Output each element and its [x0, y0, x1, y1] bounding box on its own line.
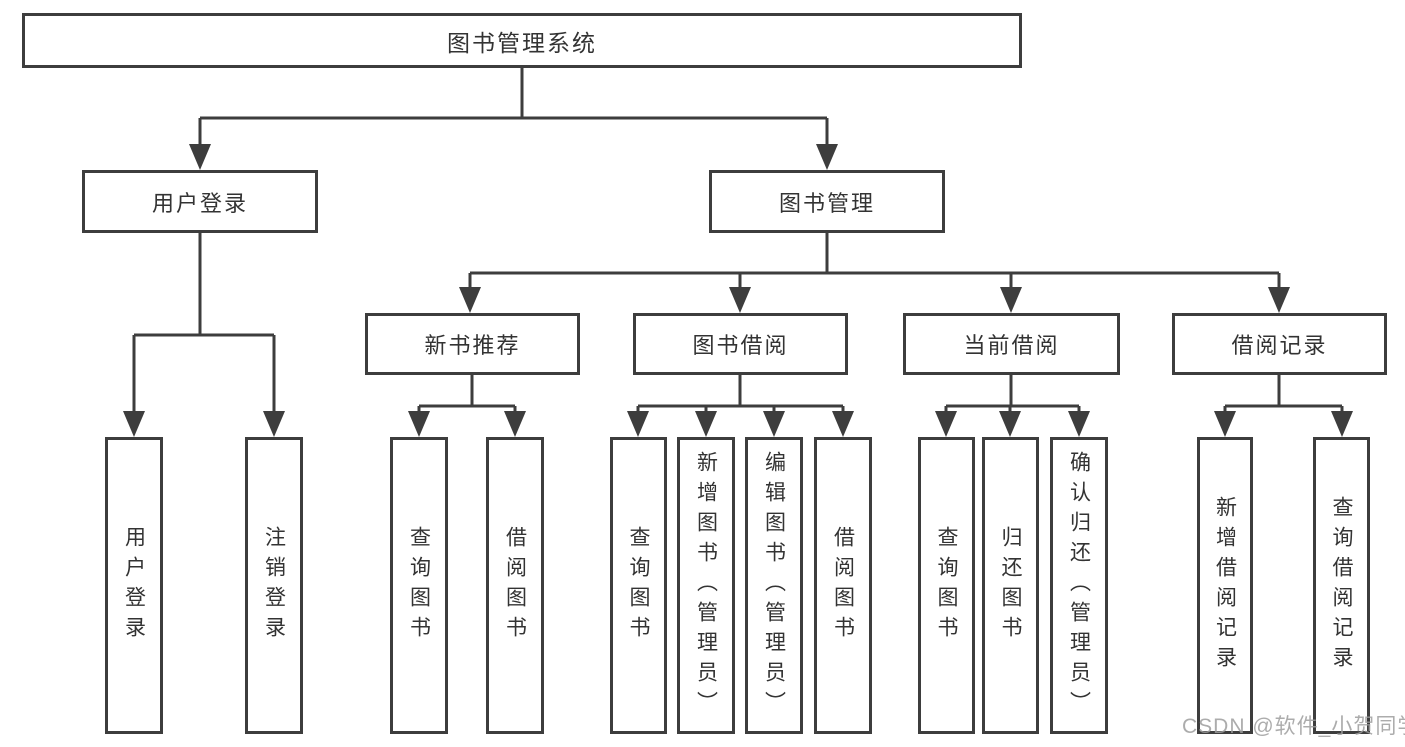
watermark-text: CSDN @软件_小贺同学 — [1182, 715, 1405, 738]
node-borrow-records: 借阅记录 — [1172, 313, 1387, 375]
leaf-logout: 注销登录 — [245, 437, 303, 734]
leaf-user-login: 用户登录 — [105, 437, 163, 734]
node-current-borrow: 当前借阅 — [903, 313, 1120, 375]
leaf-cb-query-books: 查询图书 — [918, 437, 975, 734]
node-root: 图书管理系统 — [22, 13, 1022, 68]
leaf-nbr-borrow-books: 借阅图书 — [486, 437, 544, 734]
leaf-bb-borrow-books: 借阅图书 — [814, 437, 872, 734]
leaf-bb-query-books: 查询图书 — [610, 437, 667, 734]
leaf-bb-add-books-admin: 新增图书（管理员） — [677, 437, 735, 734]
leaf-cb-return-books: 归还图书 — [982, 437, 1039, 734]
node-book-management-branch: 图书管理 — [709, 170, 945, 233]
node-new-book-recommend: 新书推荐 — [365, 313, 580, 375]
node-book-borrow: 图书借阅 — [633, 313, 848, 375]
node-user-login-branch: 用户登录 — [82, 170, 318, 233]
leaf-cb-confirm-return-admin: 确认归还（管理员） — [1050, 437, 1108, 734]
leaf-br-query-record: 查询借阅记录 — [1313, 437, 1370, 734]
leaf-nbr-query-books: 查询图书 — [390, 437, 448, 734]
leaf-bb-edit-books-admin: 编辑图书（管理员） — [745, 437, 803, 734]
arrowheads — [123, 144, 1353, 437]
leaf-br-add-record: 新增借阅记录 — [1197, 437, 1253, 734]
